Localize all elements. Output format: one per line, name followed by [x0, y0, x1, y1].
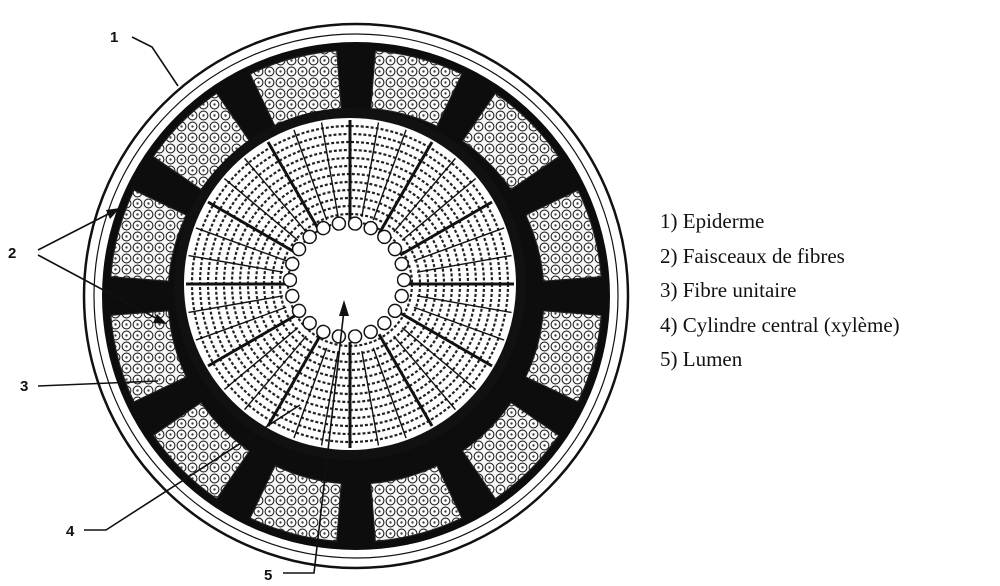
leader-line-1: [132, 37, 178, 86]
lumen-edge-cell: [378, 230, 391, 243]
callout-5: 5: [264, 567, 272, 584]
lumen-edge-cell: [395, 290, 408, 303]
callout-1: 1: [110, 29, 118, 46]
lumen-edge-cell: [293, 304, 306, 317]
lumen-edge-cell: [332, 217, 345, 230]
lumen-edge-cell: [349, 217, 362, 230]
lumen-edge-cell: [286, 290, 299, 303]
legend-item-epiderme: 1) Epiderme: [660, 204, 900, 239]
lumen-edge-cell: [332, 330, 345, 343]
lumen-edge-cell: [388, 304, 401, 317]
legend-item-fibre-unitaire: 3) Fibre unitaire: [660, 273, 900, 308]
legend: 1) Epiderme 2) Faisceaux de fibres 3) Fi…: [660, 204, 900, 377]
lumen-edge-cell: [303, 230, 316, 243]
lumen-edge-cell: [284, 274, 297, 287]
legend-item-cylindre-central: 4) Cylindre central (xylème): [660, 308, 900, 343]
lumen-edge-cell: [378, 317, 391, 330]
lumen-edge-cell: [317, 222, 330, 235]
lumen-edge-cell: [364, 325, 377, 338]
lumen-edge-cell: [349, 330, 362, 343]
lumen-edge-cell: [388, 243, 401, 256]
legend-item-faisceaux: 2) Faisceaux de fibres: [660, 239, 900, 274]
lumen-edge-cell: [398, 274, 411, 287]
lumen-edge-cell: [317, 325, 330, 338]
callout-3: 3: [20, 378, 28, 395]
lumen-edge-cell: [286, 257, 299, 270]
lumen-edge-cell: [364, 222, 377, 235]
lumen-edge-cell: [395, 257, 408, 270]
lumen-edge-cell: [293, 243, 306, 256]
lumen-edge-cell: [303, 317, 316, 330]
callout-2: 2: [8, 245, 16, 262]
callout-4: 4: [66, 523, 75, 540]
legend-item-lumen: 5) Lumen: [660, 342, 900, 377]
